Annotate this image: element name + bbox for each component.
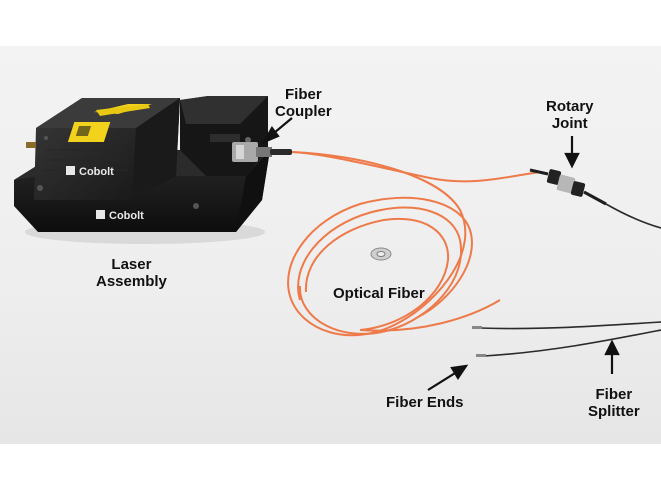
label-fiber-coupler-line1: Fiber xyxy=(284,86,322,103)
label-rotary-joint: Rotary Joint xyxy=(546,98,594,132)
cobolt-logo-base: Cobolt xyxy=(96,210,144,222)
fiber-coupler xyxy=(232,142,292,162)
label-rotary-joint-line1: Rotary xyxy=(546,98,594,115)
optical-fiber xyxy=(287,151,541,337)
label-laser-assembly-line2: Assembly xyxy=(96,273,167,290)
label-fiber-splitter-line2: Splitter xyxy=(588,403,640,420)
label-fiber-ends-text: Fiber Ends xyxy=(386,394,464,411)
pointer-arrows xyxy=(261,117,620,391)
metal-washer xyxy=(370,247,392,261)
label-rotary-joint-line2: Joint xyxy=(551,115,588,132)
label-laser-assembly-line1: Laser xyxy=(111,256,152,273)
label-optical-fiber: Optical Fiber xyxy=(333,285,425,302)
fiber-ends-cables xyxy=(479,321,661,357)
rotary-joint xyxy=(529,168,661,229)
label-fiber-coupler-line2: Coupler xyxy=(275,103,332,120)
svg-text:Cobolt: Cobolt xyxy=(109,210,144,222)
label-fiber-splitter-line1: Fiber xyxy=(595,386,633,403)
label-optical-fiber-text: Optical Fiber xyxy=(333,285,425,302)
laser-assembly: Cobolt Cobolt xyxy=(14,96,270,244)
label-laser-assembly: Laser Assembly xyxy=(96,256,167,290)
label-fiber-splitter: Fiber Splitter xyxy=(588,386,640,420)
svg-text:Cobolt: Cobolt xyxy=(79,166,114,178)
label-fiber-coupler: Fiber Coupler xyxy=(275,86,332,120)
cobolt-logo-top: Cobolt xyxy=(66,166,114,178)
label-fiber-ends: Fiber Ends xyxy=(386,394,464,411)
